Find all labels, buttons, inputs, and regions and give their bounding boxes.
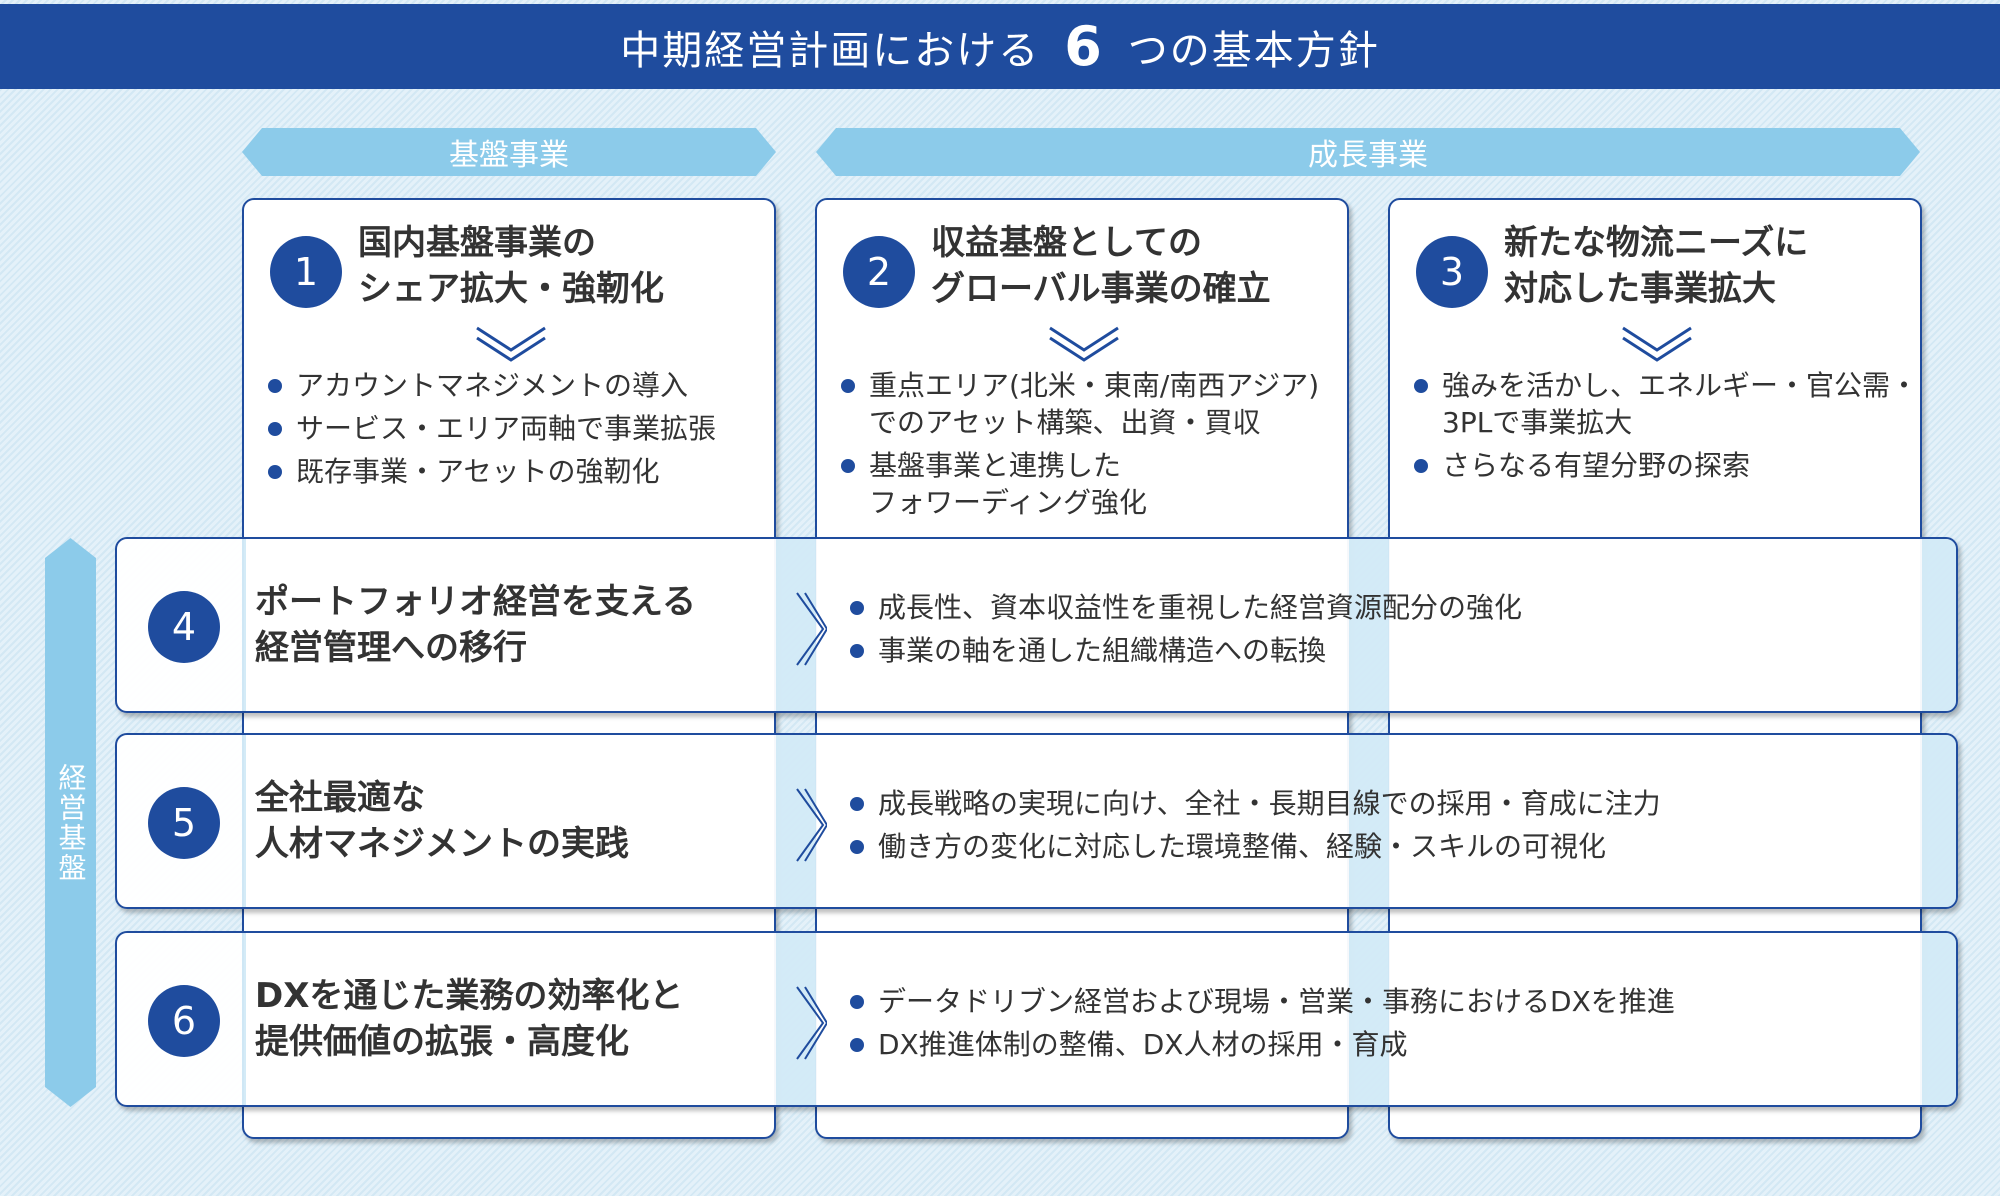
bullet-icon <box>850 840 864 854</box>
bullet-text: さらなる有望分野の探索 <box>1442 449 1751 482</box>
bullet-icon <box>841 459 855 473</box>
title-post: つの基本方針 <box>1127 27 1380 74</box>
side-label-management-base: 経営基盤 <box>45 538 96 1107</box>
number-badge: 4 <box>148 591 220 663</box>
ribbon-base-business: 基盤事業 <box>242 128 776 176</box>
chevron-down-icon <box>1619 324 1695 364</box>
row-title-line: 全社最適な <box>255 778 425 818</box>
bullet-icon <box>1414 379 1428 393</box>
bullet-item: 重点エリア(北米・東南/南西アジア) でのアセット構築、出資・買収 <box>841 367 1319 441</box>
bullet-item: 既存事業・アセットの強靭化 <box>268 453 716 490</box>
policy-row-4: 4 ポートフォリオ経営を支える 経営管理への移行 成長性、資本収益性を重視した経… <box>115 537 1958 713</box>
title-pre: 中期経営計画における <box>620 27 1041 74</box>
card-title: 収益基盤としての グローバル事業の確立 <box>931 220 1271 312</box>
chevron-down-icon <box>1046 324 1122 364</box>
bullet-item: さらなる有望分野の探索 <box>1414 447 1918 484</box>
bullet-item: アカウントマネジメントの導入 <box>268 367 716 404</box>
bullet-item: 事業の軸を通した組織構造への転換 <box>850 632 1522 669</box>
bullet-list: 強みを活かし、エネルギー・官公需・ 3PLで事業拡大さらなる有望分野の探索 <box>1414 367 1918 484</box>
title-number: 6 <box>1064 15 1104 78</box>
row-title-line: 経営管理への移行 <box>255 628 527 668</box>
bullet-list: 成長戦略の実現に向け、全社・長期目線での採用・育成に注力働き方の変化に対応した環… <box>850 785 1661 865</box>
ribbon-label: 基盤事業 <box>449 138 569 173</box>
bullet-icon <box>850 644 864 658</box>
side-label: 経営基盤 <box>54 762 88 883</box>
card-title-line: 国内基盤事業の <box>358 223 596 263</box>
bullet-list: データドリブン経営および現場・営業・事務におけるDXを推進 DX推進体制の整備、D… <box>850 983 1675 1063</box>
chevron-right-icon <box>793 591 829 667</box>
bullet-text: 強みを活かし、エネルギー・官公需・ 3PLで事業拡大 <box>1442 369 1919 439</box>
bullet-list: 重点エリア(北米・東南/南西アジア) でのアセット構築、出資・買収基盤事業と連携… <box>841 367 1319 521</box>
row-title-line: ポートフォリオ経営を支える <box>255 582 696 622</box>
card-title-line: 対応した事業拡大 <box>1504 269 1776 309</box>
bullet-text: 成長戦略の実現に向け、全社・長期目線での採用・育成に注力 <box>878 787 1661 820</box>
row-title-line: 人材マネジメントの実践 <box>255 824 629 864</box>
bullet-icon <box>268 379 282 393</box>
number-badge: 3 <box>1416 236 1488 308</box>
number-badge: 6 <box>148 985 220 1057</box>
card-title-line: グローバル事業の確立 <box>931 269 1271 309</box>
bullet-icon <box>850 1038 864 1052</box>
bullet-item: 成長戦略の実現に向け、全社・長期目線での採用・育成に注力 <box>850 785 1661 822</box>
number-badge: 2 <box>843 236 915 308</box>
bullet-text: 成長性、資本収益性を重視した経営資源配分の強化 <box>878 591 1523 624</box>
bullet-item: DX推進体制の整備、DX人材の採用・育成 <box>850 1026 1675 1063</box>
bullet-icon <box>841 379 855 393</box>
bullet-text: 既存事業・アセットの強靭化 <box>296 455 660 488</box>
card-title: 国内基盤事業の シェア拡大・強靭化 <box>358 220 664 312</box>
row-title: ポートフォリオ経営を支える 経営管理への移行 <box>255 579 696 671</box>
bullet-icon <box>268 422 282 436</box>
bullet-text: 働き方の変化に対応した環境整備、経験・スキルの可視化 <box>878 830 1607 863</box>
policy-row-5: 5 全社最適な 人材マネジメントの実践 成長戦略の実現に向け、全社・長期目線での… <box>115 733 1958 909</box>
row-title: DXを通じた業務の効率化と 提供価値の拡張・高度化 <box>255 973 683 1065</box>
bullet-text: 基盤事業と連携した フォワーディング強化 <box>869 449 1148 519</box>
bullet-icon <box>850 797 864 811</box>
card-title-line: シェア拡大・強靭化 <box>358 269 664 309</box>
bullet-text: DX推進体制の整備、DX人材の採用・育成 <box>878 1028 1408 1061</box>
policy-row-6: 6 DXを通じた業務の効率化と 提供価値の拡張・高度化 データドリブン経営および… <box>115 931 1958 1107</box>
bullet-list: アカウントマネジメントの導入サービス・エリア両軸で事業拡張既存事業・アセットの強… <box>268 367 716 490</box>
number-badge: 5 <box>148 787 220 859</box>
row-title-line: 提供価値の拡張・高度化 <box>255 1022 629 1062</box>
card-title-line: 収益基盤としての <box>931 223 1202 263</box>
bullet-icon <box>1414 459 1428 473</box>
bullet-icon <box>850 995 864 1009</box>
card-title-line: 新たな物流ニーズに <box>1504 223 1809 263</box>
bullet-text: サービス・エリア両軸で事業拡張 <box>296 412 717 445</box>
bullet-item: 基盤事業と連携した フォワーディング強化 <box>841 447 1319 521</box>
bullet-text: アカウントマネジメントの導入 <box>296 369 689 402</box>
page-title: 中期経営計画における 6 つの基本方針 <box>0 4 2000 89</box>
bullet-text: 重点エリア(北米・東南/南西アジア) でのアセット構築、出資・買収 <box>869 369 1320 439</box>
bullet-item: 成長性、資本収益性を重視した経営資源配分の強化 <box>850 589 1522 626</box>
bullet-text: 事業の軸を通した組織構造への転換 <box>878 634 1327 667</box>
card-title: 新たな物流ニーズに 対応した事業拡大 <box>1504 220 1808 312</box>
bullet-icon <box>268 465 282 479</box>
row-title: 全社最適な 人材マネジメントの実践 <box>255 775 629 867</box>
bullet-item: データドリブン経営および現場・営業・事務におけるDXを推進 <box>850 983 1675 1020</box>
chevron-right-icon <box>793 985 829 1061</box>
bullet-text: データドリブン経営および現場・営業・事務におけるDXを推進 <box>878 985 1675 1018</box>
ribbon-growth-business: 成長事業 <box>816 128 1920 176</box>
ribbon-label: 成長事業 <box>1308 138 1428 173</box>
bullet-item: 強みを活かし、エネルギー・官公需・ 3PLで事業拡大 <box>1414 367 1918 441</box>
bullet-item: 働き方の変化に対応した環境整備、経験・スキルの可視化 <box>850 828 1661 865</box>
chevron-down-icon <box>473 324 549 364</box>
number-badge: 1 <box>270 236 342 308</box>
row-title-line: DXを通じた業務の効率化と <box>255 976 684 1016</box>
bullet-list: 成長性、資本収益性を重視した経営資源配分の強化事業の軸を通した組織構造への転換 <box>850 589 1522 669</box>
bullet-item: サービス・エリア両軸で事業拡張 <box>268 410 716 447</box>
chevron-right-icon <box>793 787 829 863</box>
bullet-icon <box>850 601 864 615</box>
